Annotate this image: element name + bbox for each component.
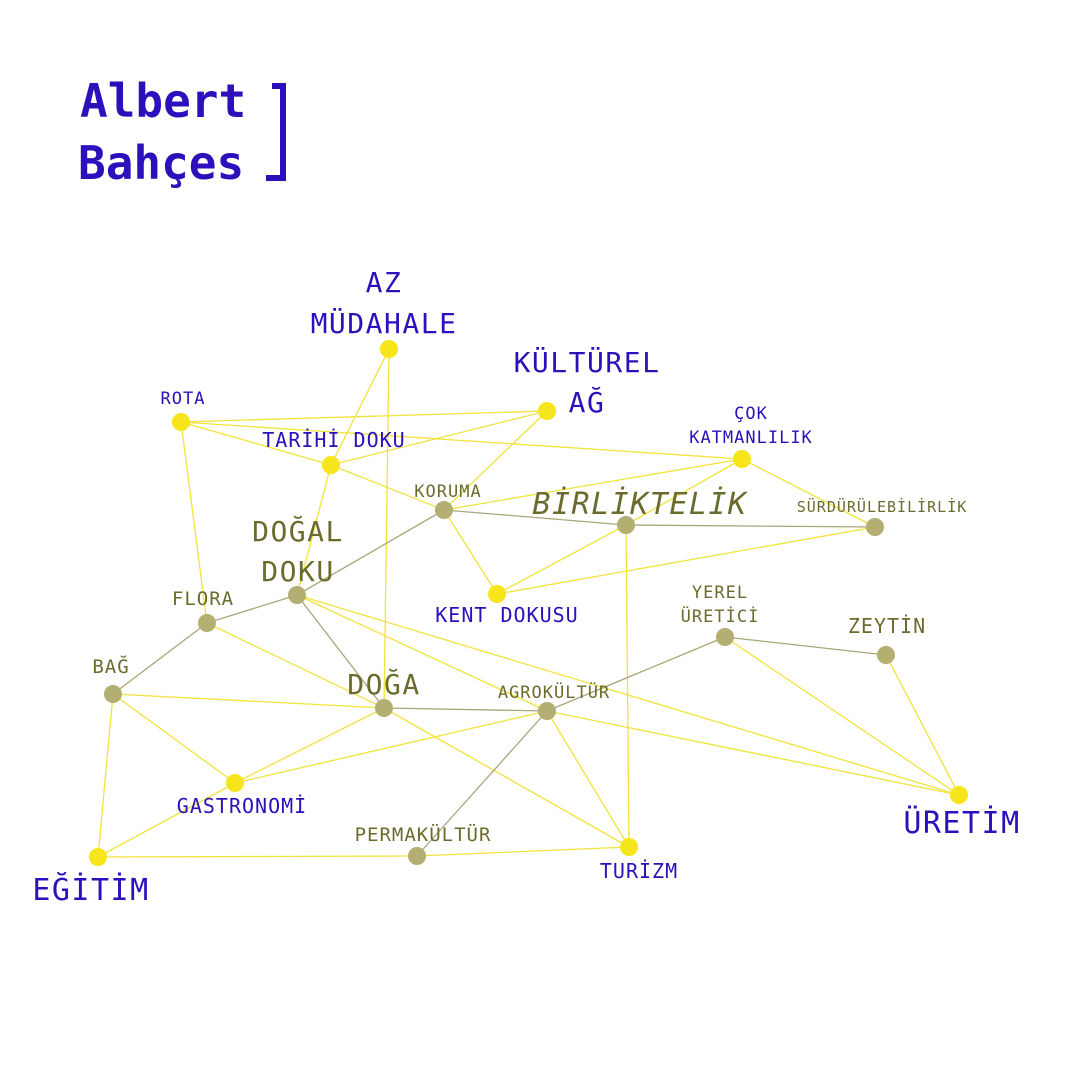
node-label-surdurulebilirlik: SÜRDÜRÜLEBİLİRLİK	[797, 497, 968, 516]
edge-gastronomi-egitim	[97, 782, 236, 858]
edge-cok_katmanlilik-surdurulebilirlik	[741, 458, 876, 528]
edge-rota-flora	[180, 421, 208, 624]
edge-rota-cok_katmanlilik	[180, 421, 743, 460]
edge-cok_katmanlilik-koruma	[443, 458, 743, 511]
logo-line-1: Albert	[80, 74, 246, 128]
node-yerel_uretici[interactable]	[716, 628, 734, 646]
edge-agrokultur-turizm	[546, 710, 630, 848]
node-label-agrokultur: AGROKÜLTÜR	[498, 681, 610, 703]
node-label-yerel_uretici: YEREL	[692, 583, 748, 603]
node-flora[interactable]	[198, 614, 216, 632]
edge-kulturel_ag-koruma	[443, 410, 548, 511]
node-label-gastronomi: GASTRONOMİ	[177, 794, 307, 818]
node-label-zeytin: ZEYTİN	[848, 614, 926, 638]
edge-tarihi_doku-koruma	[330, 464, 445, 511]
node-zeytin[interactable]	[877, 646, 895, 664]
node-kent_dokusu[interactable]	[488, 585, 506, 603]
node-uretim[interactable]	[950, 786, 968, 804]
edge-rota-tarihi_doku	[180, 421, 332, 466]
edge-agrokultur-permakultur	[416, 710, 548, 857]
node-bag[interactable]	[104, 685, 122, 703]
node-rota[interactable]	[172, 413, 190, 431]
node-turizm[interactable]	[620, 838, 638, 856]
edge-doga-agrokultur	[383, 707, 548, 712]
node-label-yerel_uretici: ÜRETİCİ	[681, 605, 760, 627]
node-label-uretim: ÜRETİM	[903, 805, 1020, 841]
edge-koruma-dogal_doku	[296, 509, 445, 596]
edge-permakultur-turizm	[416, 846, 630, 857]
edge-dogal_doku-agrokultur	[296, 594, 548, 712]
node-koruma[interactable]	[435, 501, 453, 519]
edge-birliktelik-turizm	[625, 524, 630, 848]
node-label-az_mudahale: AZ	[366, 266, 403, 299]
edge-birliktelik-surdurulebilirlik	[625, 524, 876, 528]
edge-flora-doga	[206, 622, 385, 709]
edge-tarihi_doku-kulturel_ag	[330, 410, 548, 466]
node-tarihi_doku[interactable]	[322, 456, 340, 474]
node-label-bag: BAĞ	[92, 654, 129, 678]
edge-dogal_doku-flora	[206, 594, 298, 624]
edge-cok_katmanlilik-birliktelik	[625, 458, 743, 526]
edge-bag-egitim	[97, 693, 114, 858]
edge-zeytin-uretim	[885, 654, 960, 796]
node-label-az_mudahale: MÜDAHALE	[311, 306, 458, 340]
node-label-doga: DOĞA	[347, 667, 420, 701]
node-label-dogal_doku: DOKU	[261, 555, 334, 588]
node-doga[interactable]	[375, 699, 393, 717]
edge-agrokultur-gastronomi	[234, 710, 548, 784]
node-label-birliktelik: BİRLİKTELİK	[532, 486, 748, 522]
edge-tarihi_doku-dogal_doku	[296, 464, 332, 596]
node-label-kent_dokusu: KENT DOKUSU	[435, 603, 578, 627]
edge-egitim-permakultur	[97, 855, 418, 858]
node-dogal_doku[interactable]	[288, 586, 306, 604]
node-label-koruma: KORUMA	[414, 482, 481, 502]
edge-flora-bag	[112, 622, 208, 695]
edge-doga-turizm	[383, 707, 630, 848]
logo-line-2: Bahçes	[78, 136, 244, 190]
edge-az_mudahale-doga	[383, 348, 390, 709]
edge-surdurulebilirlik-kent_dokusu	[496, 526, 876, 595]
node-label-turizm: TURİZM	[600, 859, 678, 883]
nodes-layer	[89, 340, 968, 866]
node-permakultur[interactable]	[408, 847, 426, 865]
edge-bag-doga	[112, 693, 385, 709]
node-label-kulturel_ag: KÜLTÜREL	[514, 345, 661, 379]
labels-layer: AZ MÜDAHALE KÜLTÜREL AĞ ROTA TARİHİ DOKU ÇOK KA…	[32, 266, 1020, 908]
edge-yerel_uretici-uretim	[724, 636, 960, 796]
edge-dogal_doku-uretim	[296, 594, 960, 796]
node-az_mudahale[interactable]	[380, 340, 398, 358]
node-agrokultur[interactable]	[538, 702, 556, 720]
edge-doga-gastronomi	[234, 707, 385, 784]
node-label-kulturel_ag: AĞ	[569, 385, 606, 419]
edge-agrokultur-yerel_uretici	[546, 636, 726, 712]
node-label-rota: ROTA	[161, 389, 206, 409]
node-surdurulebilirlik[interactable]	[866, 518, 884, 536]
edge-koruma-kent_dokusu	[443, 509, 498, 595]
edge-dogal_doku-doga	[296, 594, 385, 709]
node-cok_katmanlilik[interactable]	[733, 450, 751, 468]
node-label-cok_katmanlilik: ÇOK	[734, 404, 768, 424]
logo-bracket-icon	[266, 83, 286, 181]
node-gastronomi[interactable]	[226, 774, 244, 792]
node-label-flora: FLORA	[172, 588, 234, 610]
node-label-egitim: EĞİTİM	[32, 871, 149, 908]
edge-yerel_uretici-zeytin	[724, 636, 887, 656]
node-birliktelik[interactable]	[617, 516, 635, 534]
edge-rota-kulturel_ag	[180, 410, 548, 423]
edge-koruma-birliktelik	[443, 509, 627, 526]
node-label-permakultur: PERMAKÜLTÜR	[355, 823, 492, 846]
logo: Albert Bahçes	[78, 74, 286, 190]
edge-az_mudahale-tarihi_doku	[330, 348, 390, 466]
edge-birliktelik-kent_dokusu	[496, 524, 627, 595]
node-label-dogal_doku: DOĞAL	[252, 514, 344, 548]
node-kulturel_ag[interactable]	[538, 402, 556, 420]
node-label-tarihi_doku: TARİHİ DOKU	[262, 428, 405, 452]
edges-layer	[97, 348, 960, 858]
node-egitim[interactable]	[89, 848, 107, 866]
node-label-cok_katmanlilik: KATMANLILIK	[689, 428, 813, 448]
edge-bag-gastronomi	[112, 693, 236, 784]
edge-agrokultur-uretim	[546, 710, 960, 796]
